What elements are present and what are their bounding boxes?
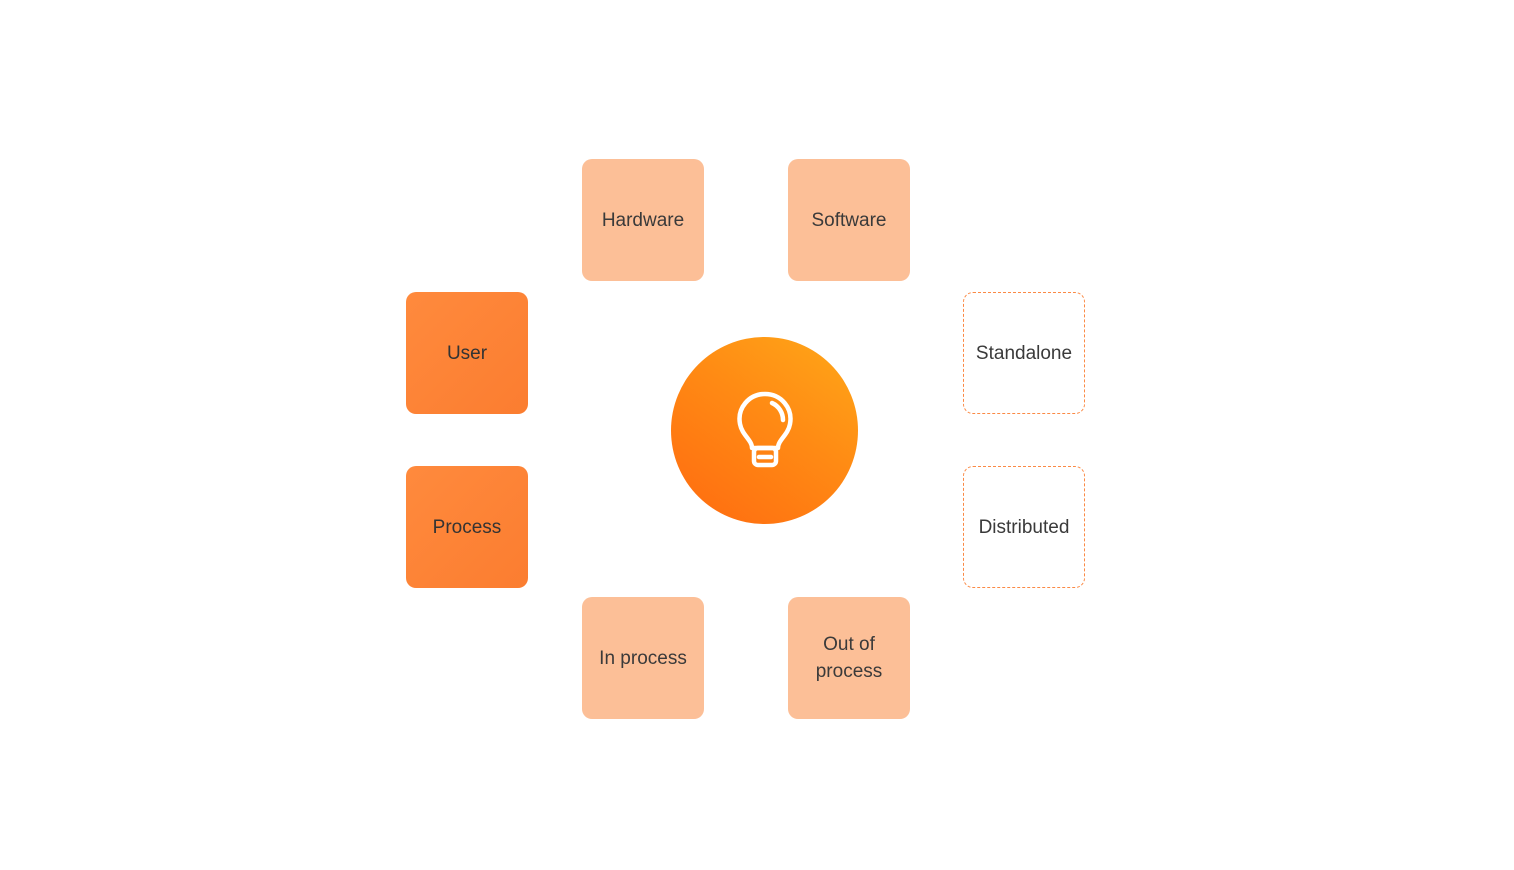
node-standalone-label: Standalone: [975, 342, 1073, 364]
node-software: Software: [788, 159, 910, 281]
node-out-of-process: Out of process: [788, 597, 910, 719]
node-distributed: Distributed: [963, 466, 1085, 588]
node-process: Process: [406, 466, 528, 588]
node-process-label: Process: [432, 516, 502, 538]
node-out-of-process-label: Out of process: [815, 634, 883, 682]
node-distributed-label: Distributed: [978, 516, 1070, 538]
node-in-process-label: In process: [599, 647, 687, 669]
node-user-label: User: [446, 342, 488, 364]
node-in-process: In process: [582, 597, 704, 719]
node-standalone: Standalone: [963, 292, 1085, 414]
node-hardware: Hardware: [582, 159, 704, 281]
node-hardware-label: Hardware: [601, 209, 685, 231]
node-user: User: [406, 292, 528, 414]
lightbulb-icon: [730, 388, 800, 474]
node-software-label: Software: [811, 209, 887, 231]
center-hub: [671, 337, 858, 524]
